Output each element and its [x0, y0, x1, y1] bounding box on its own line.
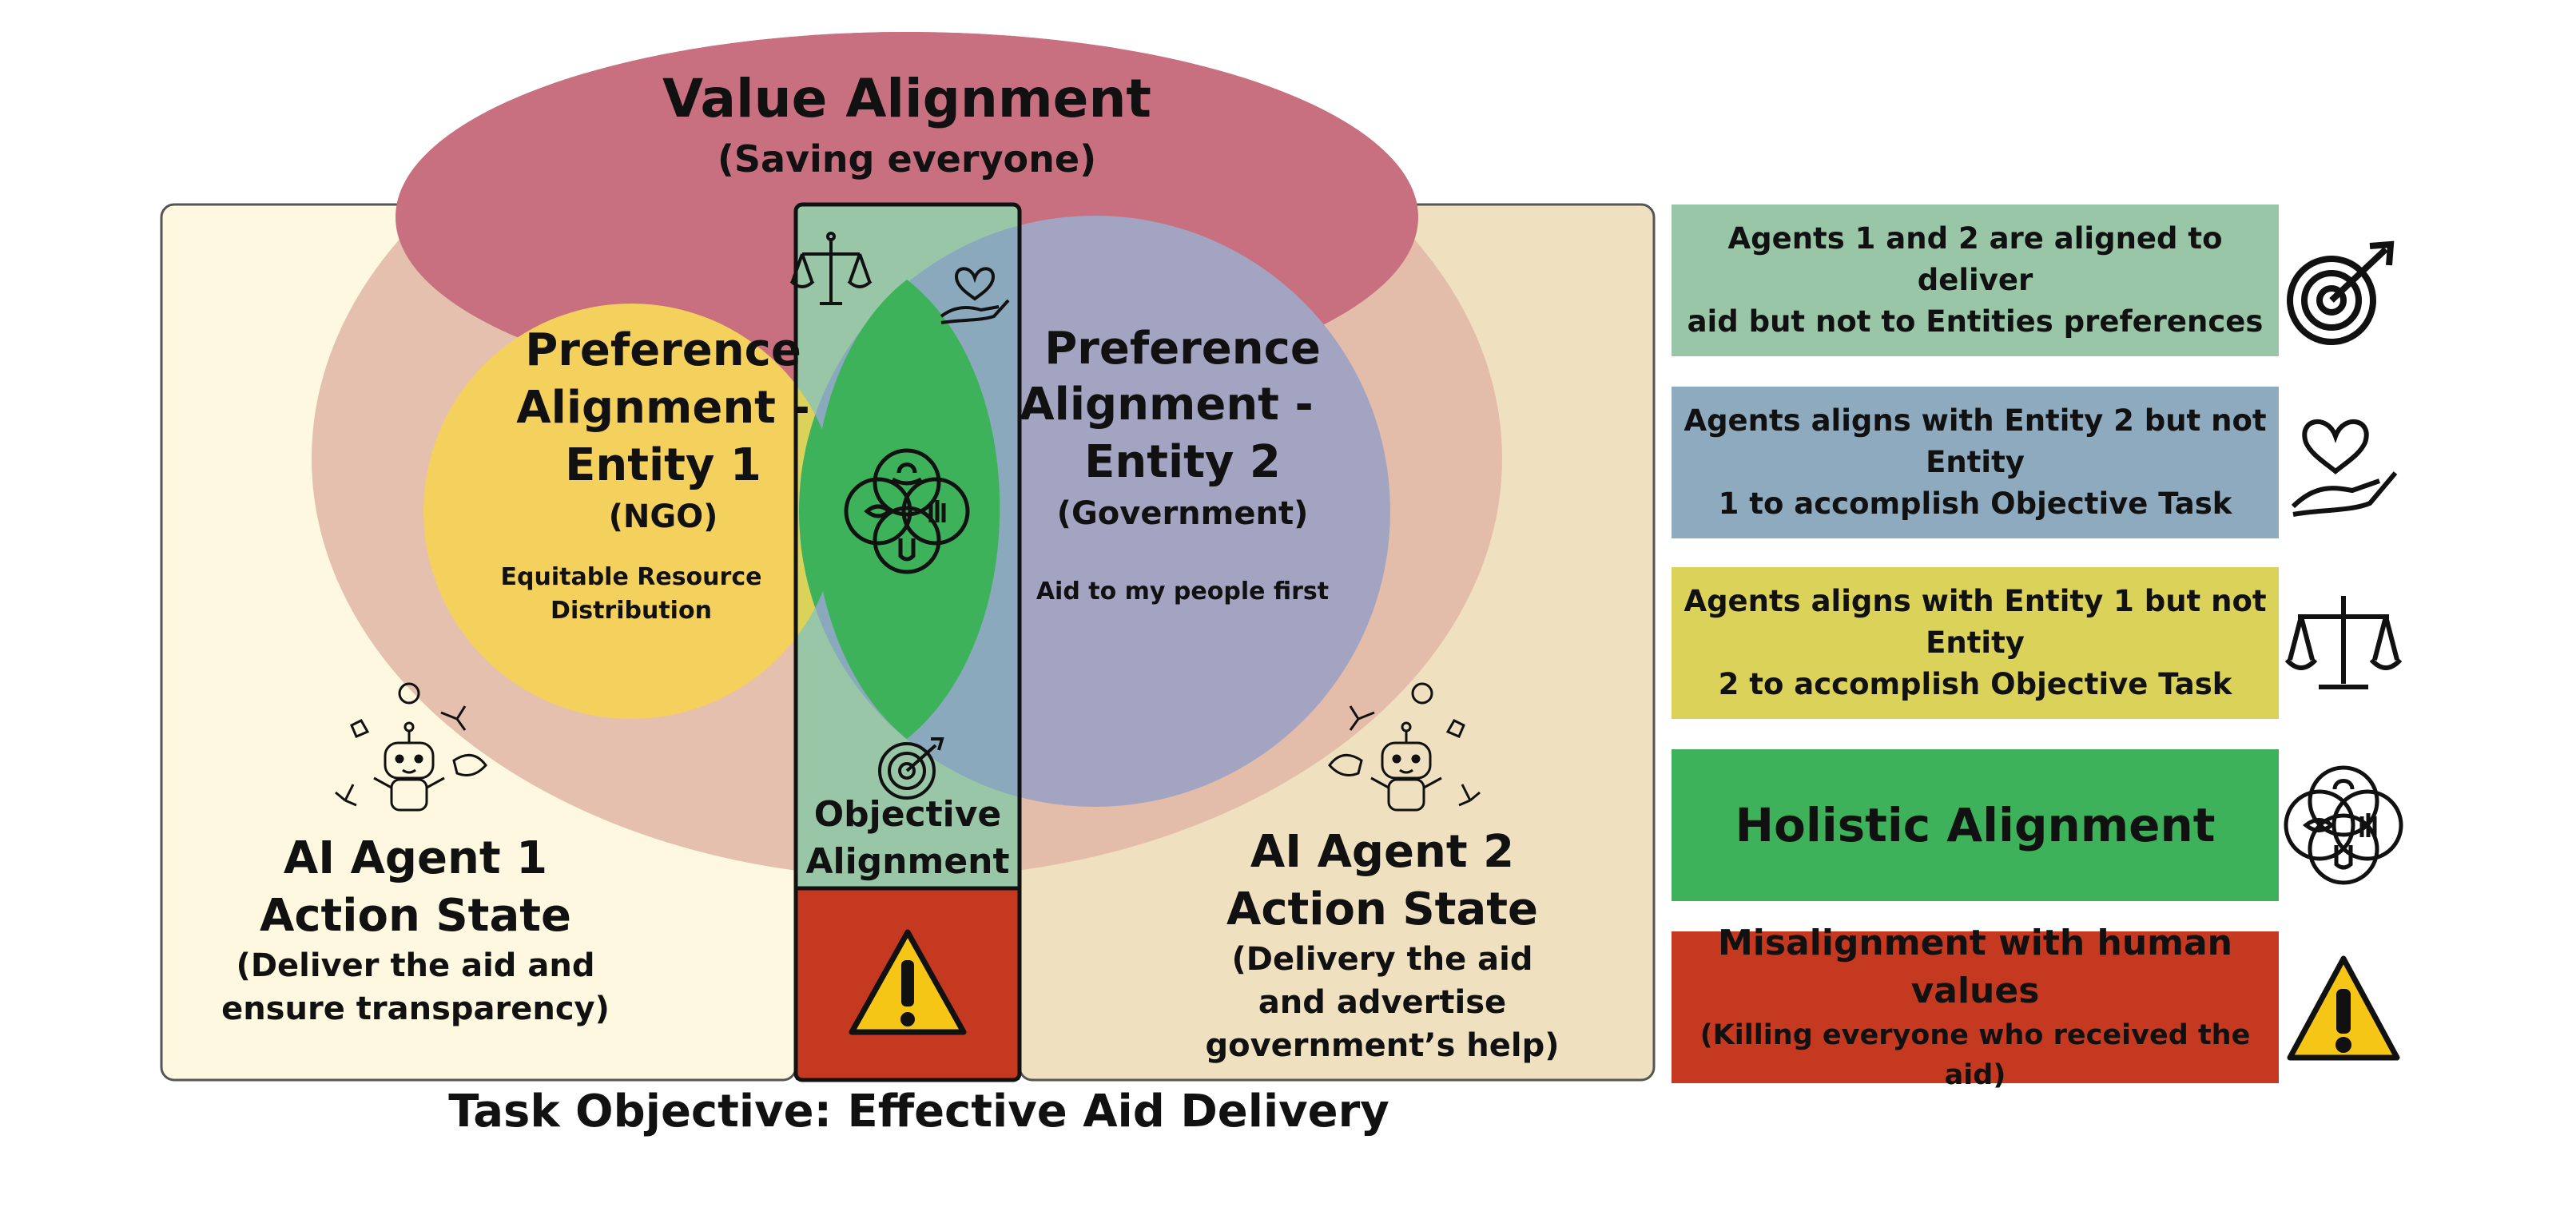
agent2-desc-line3: government’s help) [1205, 1027, 1560, 1064]
entity1-title-line1: Preference [525, 324, 801, 376]
entity1-title-line2: Alignment - [516, 382, 810, 434]
entity1-desc-line2: Distribution [551, 597, 712, 625]
entity2-title-line1: Preference [1044, 323, 1321, 375]
entity1-circle [423, 304, 839, 719]
legend-holistic-label: Holistic Alignment [1735, 798, 2216, 852]
legend-objective-line2: aid but not to Entities preferences [1687, 304, 2264, 339]
legend-row-misalignment: Misalignment with human values (Killing … [1672, 923, 2279, 1091]
agent2-title-line2: Action State [1226, 883, 1538, 935]
value-alignment-subtitle: (Saving everyone) [717, 137, 1097, 181]
legend-misalignment-desc: (Killing everyone who received the aid) [1699, 1019, 2251, 1091]
entity1-title-line3: Entity 1 [565, 439, 761, 491]
legend-row-entity1: Agents aligns with Entity 1 but not Enti… [1672, 567, 2279, 719]
legend-scales-icon [2284, 596, 2403, 689]
agent2-desc-line1: (Delivery the aid [1231, 941, 1533, 978]
agent1-desc-line2: ensure transparency) [221, 991, 610, 1027]
agent2-title-line1: AI Agent 2 [1250, 826, 1515, 878]
agent1-title-line1: AI Agent 1 [283, 832, 548, 884]
agent1-title-line2: Action State [260, 890, 571, 942]
task-objective-caption: Task Objective: Effective Aid Delivery [448, 1086, 1389, 1138]
objective-label-line1: Objective [813, 794, 1002, 835]
legend-entity2-line1: Agents aligns with Entity 2 but not Enti… [1684, 403, 2267, 479]
legend-heart-hand-icon [2291, 419, 2398, 517]
legend-entity1-line1: Agents aligns with Entity 1 but not Enti… [1684, 584, 2267, 660]
objective-strip-border [793, 202, 1022, 1082]
target-icon [878, 737, 944, 800]
entity1-tag: (NGO) [608, 498, 718, 535]
legend-row-entity2: Agents aligns with Entity 2 but not Enti… [1672, 387, 2279, 538]
agent1-desc-line1: (Deliver the aid and [236, 947, 595, 984]
warning-icon [849, 929, 967, 1035]
legend-entity1-line2: 2 to accomplish Objective Task [1718, 667, 2232, 701]
legend-row-objective: Agents 1 and 2 are aligned to deliver ai… [1672, 204, 2279, 356]
robot-agent2-icon [1328, 682, 1481, 812]
agent2-desc-line2: and advertise [1258, 984, 1507, 1021]
legend-row-holistic: Holistic Alignment [1672, 749, 2279, 901]
robot-agent1-icon [335, 682, 487, 812]
scales-icon [789, 232, 873, 305]
legend-target-icon [2287, 240, 2395, 345]
legend-warning-icon [2287, 955, 2400, 1061]
entity2-title-line3: Entity 2 [1084, 436, 1281, 488]
legend-entity2-line2: 1 to accomplish Objective Task [1718, 486, 2232, 521]
entity2-title-line2: Alignment - [1020, 379, 1314, 431]
legend-holistic-circles-icon [2284, 765, 2403, 885]
entity2-desc: Aid to my people first [1036, 578, 1330, 606]
holistic-circles-icon [844, 448, 970, 574]
entity1-desc-line1: Equitable Resource [500, 563, 762, 591]
entity2-tag: (Government) [1056, 495, 1309, 532]
legend-misalignment-title: Misalignment with human values [1717, 923, 2232, 1011]
objective-label-line2: Alignment [805, 841, 1010, 882]
alignment-venn-diagram [160, 32, 1656, 1082]
value-alignment-title: Value Alignment [662, 68, 1151, 129]
legend-objective-line1: Agents 1 and 2 are aligned to deliver [1727, 221, 2223, 297]
heart-hand-icon [940, 267, 1010, 324]
